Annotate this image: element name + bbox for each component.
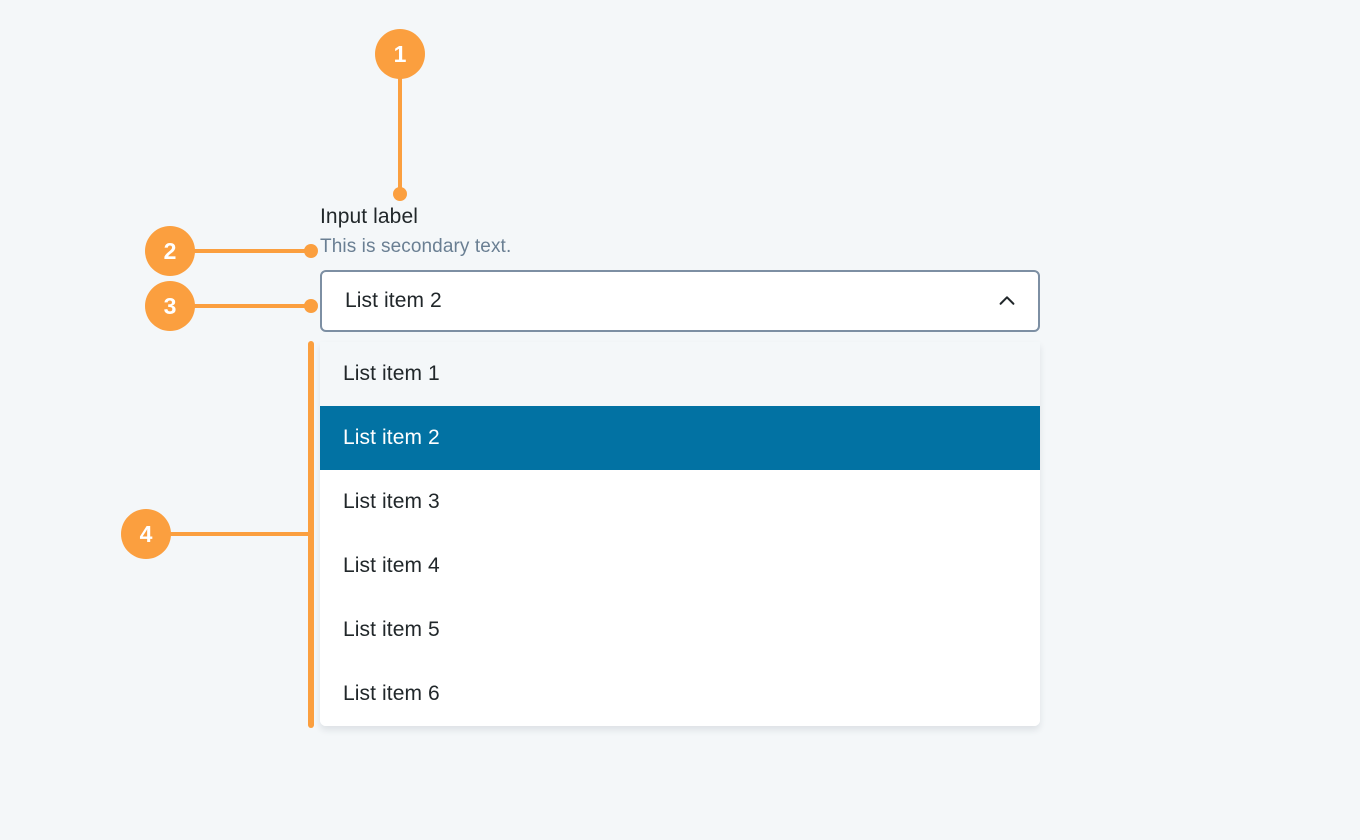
annotation-badge-3: 3 [145, 281, 195, 331]
annotation-badge-4: 4 [121, 509, 171, 559]
select-selected-value: List item 2 [345, 289, 442, 312]
annotation-badge-2: 2 [145, 226, 195, 276]
annotation-badge-1: 1 [375, 29, 425, 79]
dropdown-option[interactable]: List item 5 [320, 598, 1040, 662]
dropdown-list[interactable]: List item 1 List item 2 List item 3 List… [320, 342, 1040, 726]
dropdown-option[interactable]: List item 6 [320, 662, 1040, 726]
select-field: Input label This is secondary text. List… [320, 203, 1040, 332]
dropdown-option[interactable]: List item 2 [320, 406, 1040, 470]
dropdown-option[interactable]: List item 4 [320, 534, 1040, 598]
dropdown-option[interactable]: List item 1 [320, 342, 1040, 406]
select-trigger[interactable]: List item 2 [320, 270, 1040, 332]
chevron-up-icon[interactable] [996, 290, 1018, 312]
dropdown-option[interactable]: List item 3 [320, 470, 1040, 534]
secondary-helper-text: This is secondary text. [320, 236, 512, 257]
input-label: Input label [320, 205, 419, 228]
